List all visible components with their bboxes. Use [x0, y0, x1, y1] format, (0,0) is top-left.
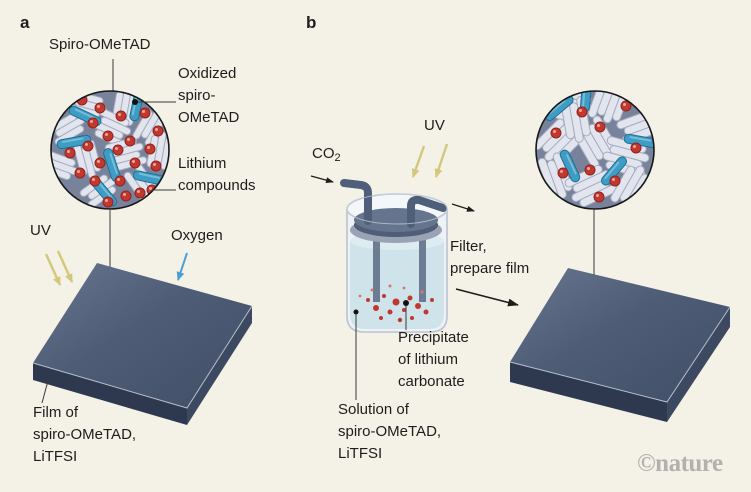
uv-arrow-icon-b: [411, 143, 449, 178]
spiro-ometad-label: Spiro-OMeTAD: [49, 36, 151, 53]
film-a: [32, 263, 253, 425]
leader-solution: [353, 309, 359, 400]
uv-label-b: UV: [424, 117, 445, 134]
inset-magnified-film-a: [51, 91, 169, 209]
co2-arrow-icon: [310, 175, 334, 184]
panel-b-label: b: [306, 13, 317, 32]
precipitate-particles: [358, 284, 434, 323]
panel-a-label: a: [20, 13, 30, 32]
co2-label: CO2: [312, 145, 341, 164]
uv-label-a: UV: [30, 222, 51, 239]
solution-label: Solution of spiro-OMeTAD, LiTFSI: [338, 401, 442, 462]
leader-precipitate: [403, 300, 409, 330]
solution-liquid: [350, 241, 444, 329]
oxygen-arrow-icon: [176, 252, 188, 281]
outlet-tube: [407, 195, 447, 228]
lithium-compounds-label: Lithium compounds: [178, 155, 256, 194]
lid-top: [354, 208, 438, 232]
inlet-tube: [340, 179, 372, 225]
film-b: [509, 268, 731, 422]
leader-film-a-label: [41, 376, 50, 404]
film-a-label: Film of spiro-OMeTAD, LiTFSI: [33, 404, 137, 465]
filter-arrow-icon: [455, 288, 519, 307]
precipitate-label: Precipitate of lithium carbonate: [398, 329, 469, 390]
uv-arrow-icon: [44, 250, 74, 286]
leader-oxidized-spiro: [132, 99, 176, 105]
oxidized-spiro-label: Oxidized spiro- OMeTAD: [178, 65, 240, 126]
inset-circle-outline-a: [50, 90, 170, 210]
nature-logo: ©nature: [637, 450, 723, 477]
filter-label: Filter, prepare film: [450, 238, 530, 277]
inset-circle-outline-b: [535, 90, 655, 210]
beaker: [340, 179, 448, 333]
gas-out-arrow-icon: [451, 203, 475, 212]
oxygen-label: Oxygen: [171, 227, 223, 244]
